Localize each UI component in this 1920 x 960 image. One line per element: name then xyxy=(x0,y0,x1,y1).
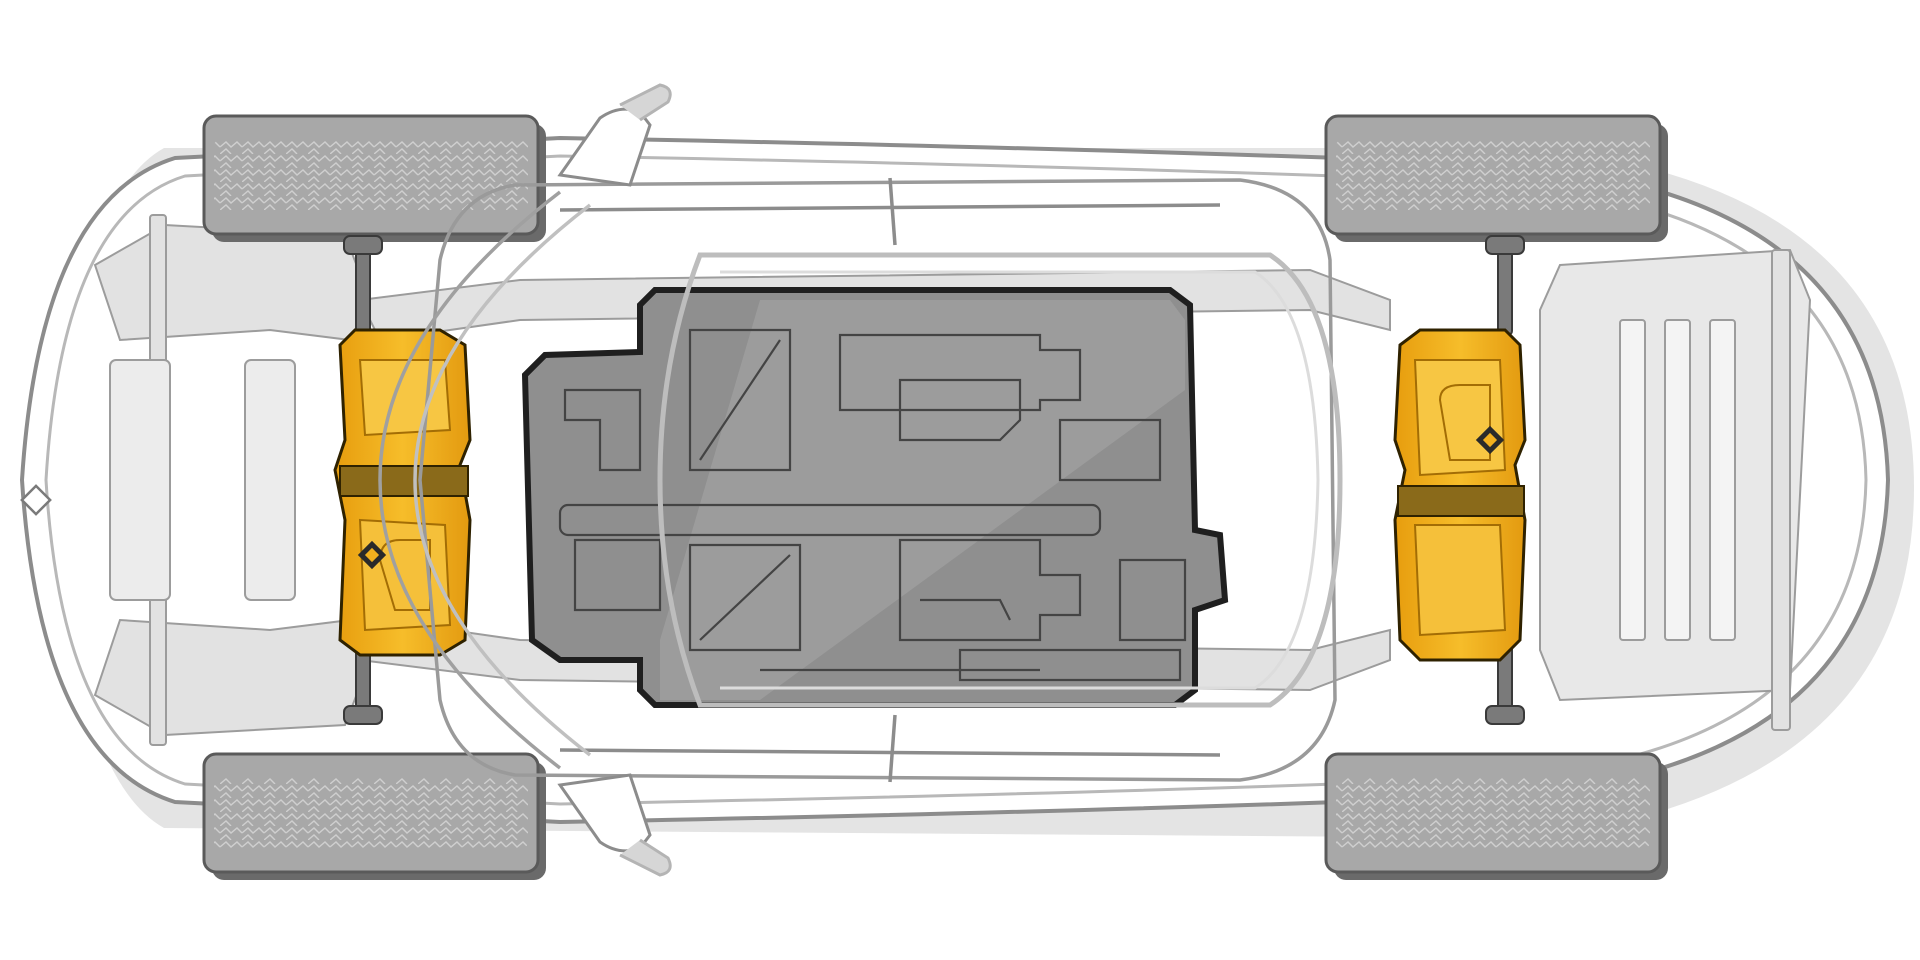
brand-diamond-icon xyxy=(20,484,52,516)
side-mirrors xyxy=(557,83,672,877)
wheel-front-left xyxy=(202,114,546,242)
wheel-rear-right xyxy=(1324,752,1668,880)
wheel-rear-left xyxy=(1324,114,1668,242)
rear-drive-unit xyxy=(1393,328,1527,662)
brand-diamond-icon xyxy=(357,540,387,570)
battery-pack xyxy=(521,287,1229,708)
battery-channels xyxy=(558,328,1187,682)
brand-diamond-icon xyxy=(1475,425,1505,455)
wheel-front-right xyxy=(202,752,546,880)
cabin-outline xyxy=(378,177,1343,783)
